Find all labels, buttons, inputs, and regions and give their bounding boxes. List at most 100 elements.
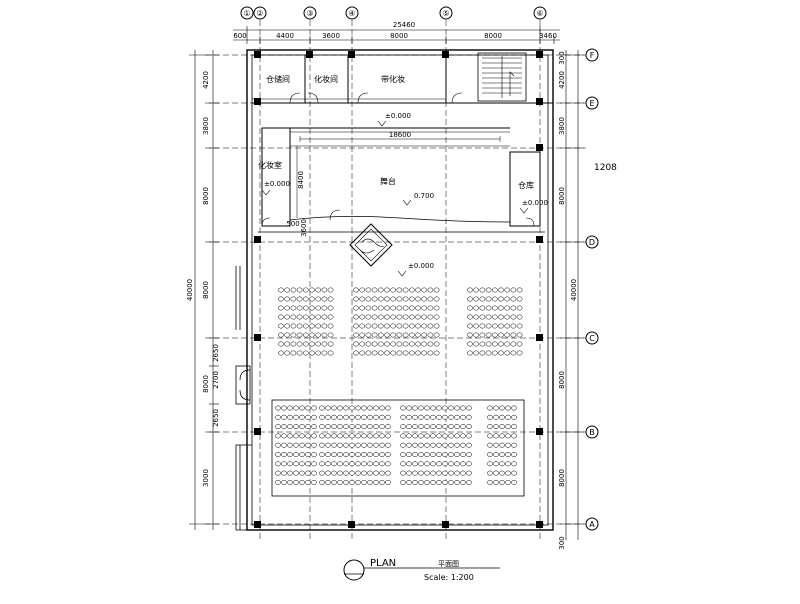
- seat: [487, 424, 493, 430]
- seat: [284, 323, 291, 329]
- seat: [343, 433, 349, 439]
- seat: [460, 442, 466, 448]
- seat: [493, 424, 499, 430]
- seat: [433, 287, 440, 293]
- seat: [400, 414, 406, 420]
- seat: [302, 323, 309, 329]
- seat: [406, 479, 412, 485]
- seat: [511, 479, 517, 485]
- seat: [408, 287, 415, 293]
- seat: [293, 442, 299, 448]
- seat: [473, 350, 480, 356]
- seat: [365, 332, 372, 338]
- seat: [284, 305, 291, 311]
- seat: [325, 452, 331, 457]
- seat: [421, 296, 428, 302]
- seat: [460, 479, 466, 485]
- seat: [361, 433, 367, 439]
- seat: [327, 332, 334, 338]
- seat: [436, 414, 442, 420]
- seat: [349, 461, 355, 467]
- seat: [427, 314, 434, 320]
- seat: [337, 452, 343, 457]
- seat: [491, 323, 498, 329]
- seat: [367, 414, 373, 420]
- seat: [479, 305, 486, 311]
- seat: [421, 332, 428, 338]
- seat: [511, 452, 517, 457]
- left-dim: 8000: [202, 281, 210, 299]
- seat: [359, 332, 366, 338]
- seat: [430, 405, 436, 411]
- seat: [371, 314, 378, 320]
- seat: [504, 305, 511, 311]
- seat: [331, 414, 337, 420]
- level-top: ±0.000: [385, 112, 411, 120]
- seat: [493, 433, 499, 439]
- seat: [504, 323, 511, 329]
- seat: [415, 305, 421, 311]
- left-dim: 8000: [202, 375, 210, 393]
- seat: [373, 414, 379, 420]
- axis-label-right: F: [590, 51, 595, 60]
- seat: [293, 433, 299, 439]
- seat: [343, 414, 349, 420]
- seat: [325, 433, 331, 439]
- seat: [296, 323, 303, 329]
- seat: [412, 405, 418, 411]
- seat: [321, 305, 328, 311]
- seat: [442, 442, 448, 448]
- seat: [505, 424, 511, 430]
- seat: [359, 350, 366, 356]
- seat: [278, 305, 284, 311]
- seat: [436, 461, 442, 467]
- seat: [473, 341, 480, 347]
- seat: [290, 296, 297, 302]
- seat: [485, 314, 492, 320]
- seat: [281, 433, 287, 439]
- seat: [337, 479, 343, 485]
- seat: [305, 461, 311, 467]
- seat: [466, 470, 472, 476]
- seat: [491, 296, 498, 302]
- seat: [442, 414, 448, 420]
- seat: [353, 314, 359, 320]
- seat: [505, 442, 511, 448]
- seat: [505, 461, 511, 467]
- seat: [319, 461, 325, 467]
- seat: [511, 442, 517, 448]
- seat: [436, 470, 442, 476]
- seat: [511, 470, 517, 476]
- seat: [319, 452, 325, 457]
- right-axis-bubbles: [585, 48, 599, 531]
- seat: [359, 287, 366, 293]
- left-entrance: [235, 266, 251, 405]
- seat: [433, 296, 440, 302]
- axis-bubble-6: [533, 6, 547, 20]
- seat: [418, 424, 424, 430]
- seat: [400, 452, 406, 457]
- seat: [377, 296, 384, 302]
- seat: [421, 314, 428, 320]
- seat: [302, 350, 309, 356]
- seat: [499, 424, 505, 430]
- seat: [516, 314, 523, 320]
- left-dim: 2700: [212, 371, 220, 389]
- seat: [467, 323, 473, 329]
- seat: [510, 287, 517, 293]
- seat: [448, 442, 454, 448]
- seat: [430, 452, 436, 457]
- seat: [485, 287, 492, 293]
- seat: [473, 332, 480, 338]
- seat: [421, 305, 428, 311]
- seat: [275, 479, 281, 485]
- axis-label-right: A: [589, 520, 595, 529]
- seat: [385, 442, 391, 448]
- seat: [402, 287, 409, 293]
- seat: [373, 442, 379, 448]
- seat: [309, 350, 315, 356]
- axis-label-top: ③: [306, 9, 313, 18]
- seat: [473, 305, 480, 311]
- seat: [284, 287, 291, 293]
